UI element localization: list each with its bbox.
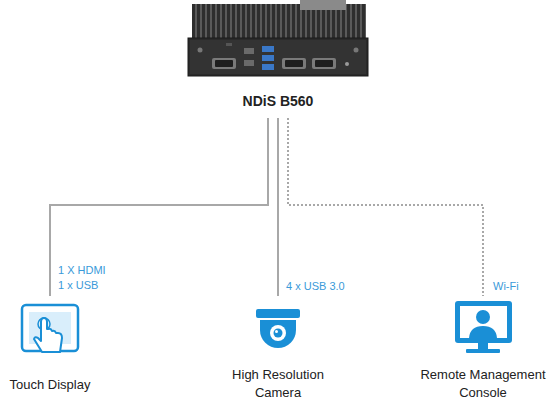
port-hole — [315, 60, 333, 67]
port-shell — [282, 58, 306, 69]
led — [226, 43, 232, 46]
camera-lens-ring — [270, 325, 286, 341]
monitor-screen — [460, 306, 507, 338]
connection-label: 4 x USB 3.0 — [286, 279, 366, 294]
monitor-neck — [478, 343, 488, 349]
peripheral-name: High Resolution Camera — [208, 366, 348, 402]
usb-port — [262, 64, 274, 70]
person-body — [469, 326, 497, 338]
monitor-frame — [455, 301, 512, 343]
connection-label: Wi-Fi — [493, 279, 543, 294]
connector-line — [277, 118, 279, 296]
monitor-stand — [466, 349, 500, 353]
screw — [354, 48, 359, 53]
power-button — [345, 62, 349, 66]
connector-line — [50, 118, 268, 296]
usb-port — [262, 55, 274, 61]
connection-label: 1 X HDMI 1 x USB — [58, 263, 110, 293]
peripheral-name: Remote Management Console — [408, 366, 558, 402]
usb-port — [262, 46, 274, 52]
port-hole — [285, 60, 303, 67]
camera-lens — [274, 329, 283, 338]
camera-icon — [256, 309, 300, 348]
lens-glint — [275, 330, 278, 333]
camera-dome — [260, 320, 296, 348]
usb-ports — [262, 46, 274, 70]
serial-port — [282, 58, 306, 69]
cable-link — [50, 118, 268, 296]
port-shell — [212, 58, 236, 69]
peripheral-node: Remote Management Console — [408, 296, 558, 405]
port-hole — [215, 60, 233, 67]
connector-line — [288, 118, 483, 296]
front-plate — [190, 40, 366, 74]
top-bar — [300, 0, 346, 10]
device-name: NDiS B560 — [178, 92, 378, 110]
small-port — [244, 60, 254, 66]
front-panel — [188, 38, 368, 76]
serial-port — [212, 58, 236, 69]
device-node: NDiS B560 — [178, 0, 378, 118]
connectors — [50, 118, 483, 296]
screw — [198, 48, 203, 53]
camera-mount — [256, 309, 300, 318]
wireless-link — [288, 118, 483, 296]
cable-link — [278, 118, 279, 296]
hand-pointer — [34, 318, 62, 352]
touch-display-icon — [22, 305, 78, 352]
computer-illustration — [188, 0, 368, 76]
small-port — [244, 48, 254, 54]
person-head — [476, 310, 490, 324]
serial-port — [312, 58, 336, 69]
monitor-icon — [455, 301, 512, 353]
display-frame — [22, 305, 78, 351]
peripheral-node: High Resolution Camera — [208, 296, 348, 405]
peripheral-node: Touch Display — [0, 296, 100, 400]
peripheral-name: Touch Display — [0, 376, 100, 394]
port-shell — [312, 58, 336, 69]
